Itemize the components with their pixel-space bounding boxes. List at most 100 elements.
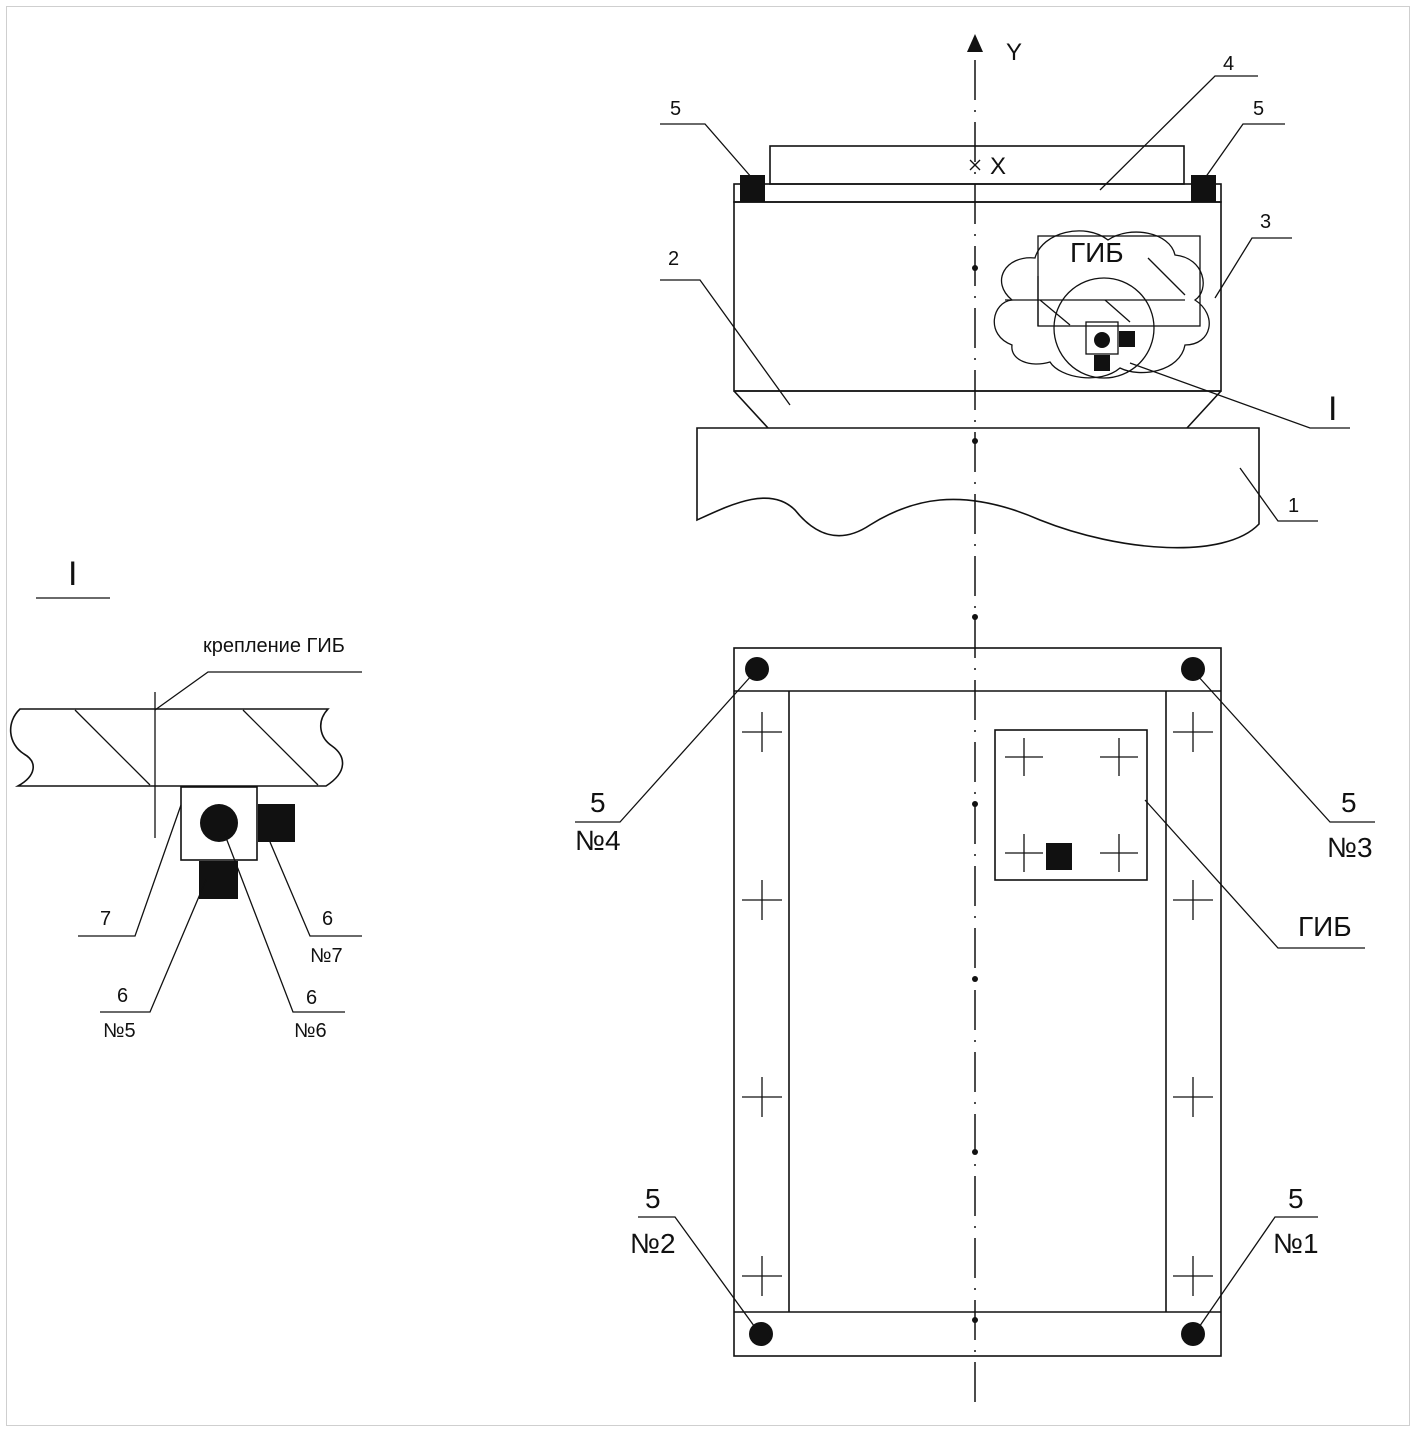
sensor-no7-square <box>258 804 295 842</box>
leader-1 <box>1239 467 1318 522</box>
center-axis: Y <box>967 34 1022 1405</box>
leader-6-no5 <box>100 879 207 1013</box>
leader-gib-plan <box>1144 799 1365 949</box>
side-view: X ГИБ I 1 2 3 4 5 5 <box>660 53 1350 549</box>
sensor-no7-num: 6 <box>322 908 333 930</box>
sensor-no6-id: №6 <box>294 1020 327 1042</box>
support-4-id: №4 <box>575 825 621 856</box>
callout-1: 1 <box>1288 495 1299 517</box>
leader-3 <box>1214 237 1292 299</box>
axis-arrowhead <box>967 34 983 52</box>
callout-2: 2 <box>668 248 679 270</box>
support-2-dot <box>749 1322 773 1346</box>
leader-support-1 <box>1196 1216 1318 1331</box>
callout-5-left: 5 <box>670 98 681 120</box>
sensor-no5-num: 6 <box>117 985 128 1007</box>
detail-hatch <box>74 709 151 786</box>
axis-y-label: Y <box>1006 39 1022 66</box>
detail-ref-label: I <box>1328 390 1337 428</box>
detail-title: I <box>68 555 77 593</box>
anchor-cross <box>1173 1077 1213 1117</box>
support-4-dot <box>745 657 769 681</box>
callout-4: 4 <box>1223 53 1234 75</box>
leader-5-left <box>660 123 753 179</box>
gib-inner-line <box>1039 299 1071 326</box>
sensor-no5-square <box>199 861 238 899</box>
detail-beam <box>9 708 344 787</box>
anchor-cross <box>1173 880 1213 920</box>
support-1-num: 5 <box>1288 1183 1304 1214</box>
gib-inner-line <box>1147 257 1186 296</box>
axis-dot <box>972 614 978 620</box>
gib-sensor-square <box>1046 843 1072 870</box>
leader-4 <box>1099 75 1258 191</box>
gib-bolt-cross <box>1005 738 1043 776</box>
housing-body <box>733 201 1222 392</box>
axis-dot <box>972 1317 978 1323</box>
support-pad-right <box>1191 175 1216 202</box>
anchor-crosses-left <box>742 712 782 1296</box>
callout-5-right: 5 <box>1253 98 1264 120</box>
plan-view: ГИБ 5 №4 5 №3 5 №2 5 №1 <box>575 647 1375 1357</box>
leader-7 <box>78 804 182 937</box>
item7-label: 7 <box>100 908 111 930</box>
leader-6-no7 <box>269 841 362 937</box>
drawing-frame <box>6 6 1410 1426</box>
base-chamfer-right <box>1186 390 1222 429</box>
support-pad-left <box>740 175 765 202</box>
sensor-square <box>1094 355 1110 371</box>
detail-circle <box>1053 277 1155 379</box>
detail-mount-block <box>180 786 258 861</box>
x-mark <box>969 159 981 171</box>
axis-dot <box>972 1149 978 1155</box>
axis-dot <box>972 265 978 271</box>
sensor-dot <box>1094 332 1110 348</box>
axis-x-label: X <box>990 153 1006 180</box>
foundation-slab <box>696 427 1260 549</box>
support-3-id: №3 <box>1327 832 1373 863</box>
gib-label-side: ГИБ <box>1070 237 1124 268</box>
anchor-cross <box>1173 712 1213 752</box>
detail-view: I крепление ГИБ 7 6 №7 6 №5 6 №6 <box>9 555 362 1042</box>
support-1-id: №1 <box>1273 1228 1319 1259</box>
leader-2 <box>660 279 791 406</box>
gib-bolt-cross <box>1100 834 1138 872</box>
leader-support-3 <box>1196 674 1375 823</box>
sensor-no7-id: №7 <box>310 945 343 967</box>
base-chamfer-left <box>733 390 769 429</box>
anchor-crosses-right <box>1173 712 1213 1296</box>
top-block <box>769 145 1185 185</box>
leader-mount <box>154 671 362 711</box>
support-4-num: 5 <box>590 787 606 818</box>
gib-label-plan: ГИБ <box>1298 911 1352 942</box>
axis-dot <box>972 976 978 982</box>
anchor-cross <box>742 712 782 752</box>
support-2-id: №2 <box>630 1228 676 1259</box>
sensor-no6-num: 6 <box>306 987 317 1009</box>
anchor-cross <box>742 1256 782 1296</box>
support-3-num: 5 <box>1341 787 1357 818</box>
leader-support-4 <box>575 674 753 823</box>
leader-support-2 <box>638 1216 758 1331</box>
callout-3: 3 <box>1260 211 1271 233</box>
leader-detail-I <box>1129 362 1350 429</box>
gib-mount-block <box>1085 321 1119 355</box>
sensor-no5-id: №5 <box>103 1020 136 1042</box>
sensor-no6-dot <box>200 804 238 842</box>
support-1-dot <box>1181 1322 1205 1346</box>
support-3-dot <box>1181 657 1205 681</box>
anchor-cross <box>742 880 782 920</box>
gib-bolt-cross <box>1100 738 1138 776</box>
top-plate <box>733 183 1222 203</box>
axis-dot <box>972 438 978 444</box>
leader-6-no6 <box>224 834 345 1013</box>
frame-outer <box>733 647 1222 1357</box>
leader-5-right <box>1204 123 1285 179</box>
detail-hatch <box>242 709 319 786</box>
gib-plate <box>994 729 1148 881</box>
gib-bolt-cross <box>1005 834 1043 872</box>
support-2-num: 5 <box>645 1183 661 1214</box>
gib-inner-line <box>1104 299 1131 323</box>
mount-label: крепление ГИБ <box>203 635 345 657</box>
